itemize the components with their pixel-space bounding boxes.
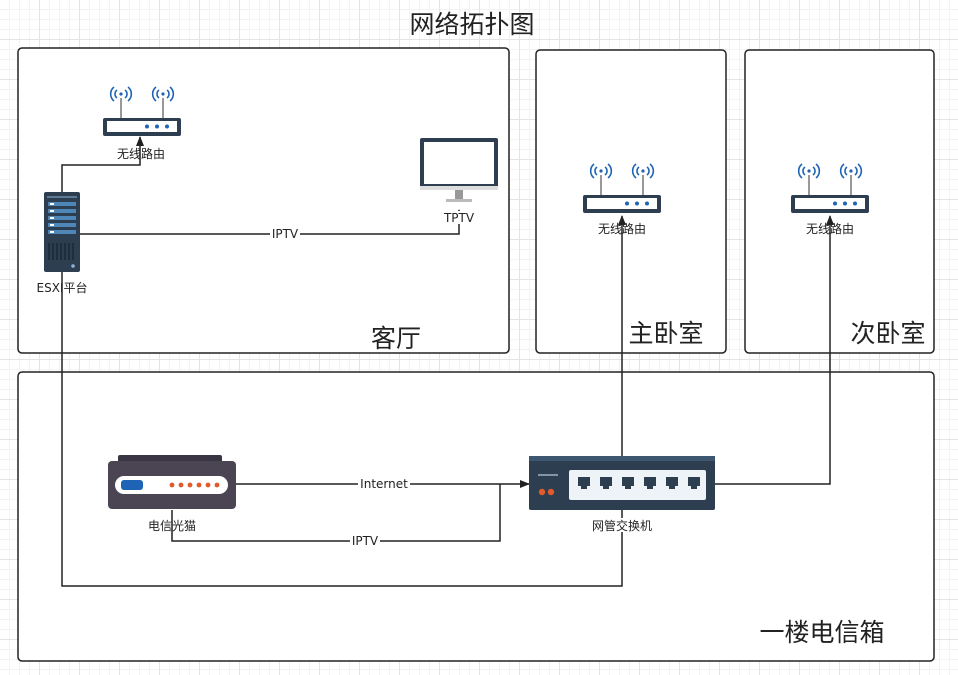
- telecom-modem-label: 电信光猫: [148, 519, 196, 533]
- router-living: 无线路由: [102, 86, 182, 161]
- router-second-label: 无线路由: [806, 221, 854, 236]
- server-icon: [44, 192, 80, 272]
- edge-label-esxi-tv-text: IPTV: [272, 227, 299, 241]
- esxi-server: ESXI平台: [37, 192, 88, 295]
- esxi-server-label: ESXI平台: [37, 280, 88, 295]
- edge-label-internet: Internet: [358, 477, 410, 491]
- telecom-modem: 电信光猫: [108, 455, 236, 533]
- diagram-title: 网络拓扑图: [409, 10, 534, 39]
- edge-label-iptv-text: IPTV: [352, 534, 379, 548]
- monitor-icon: [420, 138, 498, 202]
- second-bedroom-label: 次卧室: [850, 319, 925, 348]
- edge-label-esxi-tv: IPTV: [270, 227, 300, 241]
- tv-device: TPTV: [420, 138, 498, 225]
- edge-switch-router-second: [715, 215, 834, 485]
- telecom-box-container: [17, 371, 935, 662]
- router-second: 无线路由: [790, 163, 870, 236]
- edge-label-iptv: IPTV: [350, 534, 380, 548]
- modem-icon: [108, 455, 236, 509]
- router-master-label: 无线路由: [598, 221, 646, 236]
- managed-switch: 网管交换机: [529, 456, 715, 533]
- edge-esxi-switch: [61, 272, 623, 587]
- edge-modem-switch-iptv: [171, 484, 501, 542]
- router-master: 无线路由: [582, 163, 662, 236]
- living-room-container: [17, 47, 510, 354]
- tv-device-label: TPTV: [443, 211, 475, 225]
- network-switch-icon: [529, 456, 715, 510]
- connections: [61, 136, 834, 587]
- router-living-label: 无线路由: [117, 146, 165, 161]
- living-room-label: 客厅: [371, 324, 421, 353]
- managed-switch-label: 网管交换机: [592, 518, 652, 533]
- edge-esxi-router-living: [61, 136, 144, 192]
- edge-label-internet-text: Internet: [360, 477, 408, 491]
- telecom-box-label: 一楼电信箱: [759, 618, 884, 647]
- master-bedroom-label: 主卧室: [628, 319, 703, 348]
